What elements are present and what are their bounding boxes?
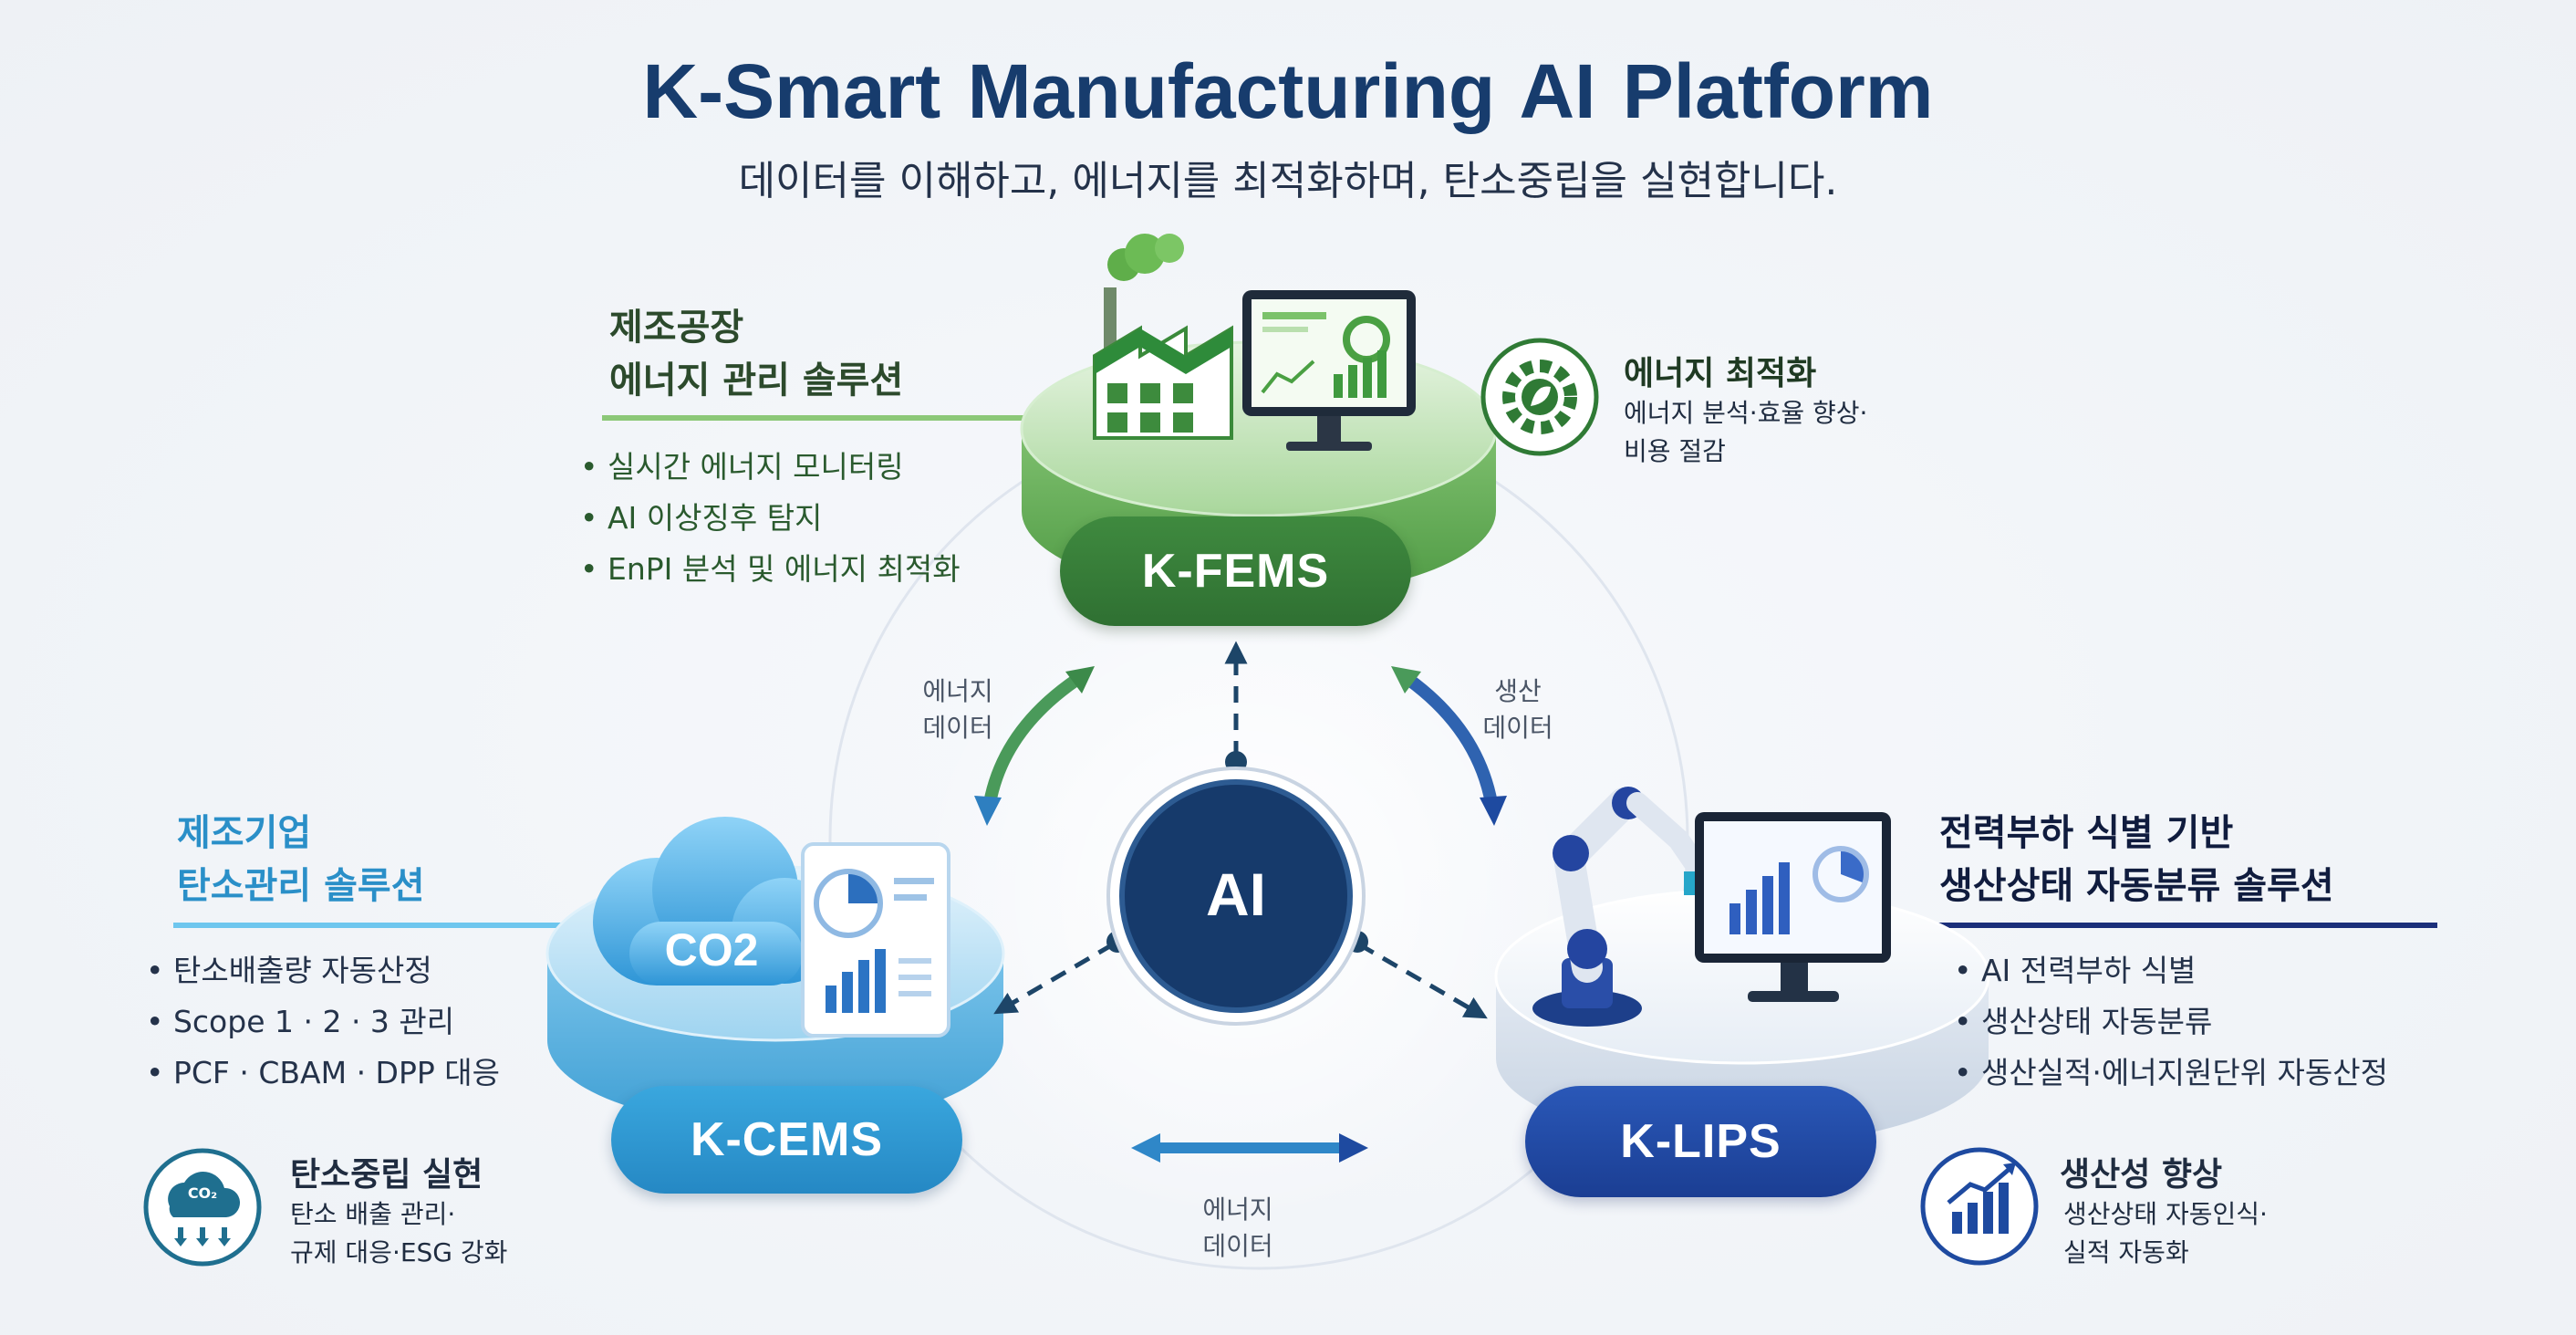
growth-chart-icon xyxy=(1920,1147,2039,1266)
lips-feature-desc: 생산상태 자동인식· 실적 자동화 xyxy=(2063,1195,2268,1272)
lips-feature-desc-line1: 생산상태 자동인식· xyxy=(2063,1199,2268,1229)
cems-heading: 제조기업 탄소관리 솔루션 xyxy=(177,807,425,913)
cems-heading-line1: 제조기업 xyxy=(177,812,312,854)
fems-pill[interactable]: K-FEMS xyxy=(1060,516,1411,626)
cems-feature-desc-line2: 규제 대응·ESG 강화 xyxy=(290,1237,508,1267)
list-item: Scope 1 · 2 · 3 관리 xyxy=(146,996,500,1048)
flow-label-bottom: 에너지 데이터 xyxy=(1183,1192,1293,1265)
fems-feature-title: 에너지 최적화 xyxy=(1624,355,1817,392)
list-item: AI 전력부하 식별 xyxy=(1954,945,2388,996)
gear-leaf-icon xyxy=(1480,338,1599,456)
fems-monitor-illustration xyxy=(1242,290,1416,451)
list-item: 생산상태 자동분류 xyxy=(1954,996,2388,1048)
flow-label-right-line2: 데이터 xyxy=(1482,713,1553,743)
flow-label-right: 생산 데이터 xyxy=(1463,673,1573,746)
fems-feature-desc-line1: 에너지 분석·효율 향상· xyxy=(1624,398,1868,428)
cems-heading-line2: 탄소관리 솔루션 xyxy=(177,865,425,907)
ai-link-right xyxy=(1357,942,1488,1019)
factory-illustration xyxy=(1093,234,1233,440)
flow-label-bottom-line2: 데이터 xyxy=(1202,1231,1273,1261)
flow-label-left-line2: 데이터 xyxy=(922,713,993,743)
cems-feature-desc: 탄소 배출 관리· 규제 대응·ESG 강화 xyxy=(290,1195,507,1272)
co2-icon-text: CO₂ xyxy=(187,1184,218,1202)
list-item: EnPI 분석 및 에너지 최적화 xyxy=(580,544,961,595)
flow-label-left-line1: 에너지 xyxy=(922,676,993,706)
co2-cloud-icon xyxy=(143,1148,262,1267)
flow-label-left: 에너지 데이터 xyxy=(903,673,1013,746)
lips-pill[interactable]: K-LIPS xyxy=(1525,1086,1876,1197)
lips-monitor-illustration xyxy=(1695,812,1891,1002)
flow-label-right-line1: 생산 xyxy=(1494,676,1542,706)
lips-feature-desc-line2: 실적 자동화 xyxy=(2063,1237,2189,1267)
page-title: K-Smart Manufacturing AI Platform xyxy=(642,48,1934,134)
fems-heading: 제조공장 에너지 관리 솔루션 xyxy=(609,301,903,407)
fems-feature-desc: 에너지 분석·효율 향상· 비용 절감 xyxy=(1624,394,1867,471)
lips-feature-title: 생산성 향상 xyxy=(2060,1156,2223,1194)
cems-feature-desc-line1: 탄소 배출 관리· xyxy=(290,1199,456,1229)
lips-heading-line1: 전력부하 식별 기반 xyxy=(1939,812,2234,854)
ai-label: AI xyxy=(1206,860,1266,928)
list-item: 탄소배출량 자동산정 xyxy=(146,945,500,996)
page-subtitle: 데이터를 이해하고, 에너지를 최적화하며, 탄소중립을 실현합니다. xyxy=(738,158,1838,204)
list-item: 실시간 에너지 모니터링 xyxy=(580,442,961,493)
fems-heading-line1: 제조공장 xyxy=(609,307,744,349)
flow-arrow-right xyxy=(1403,673,1498,809)
fems-heading-line2: 에너지 관리 솔루션 xyxy=(609,360,904,402)
flow-arrow-left xyxy=(983,673,1083,809)
list-item: AI 이상징후 탐지 xyxy=(580,493,961,544)
cems-bullets: 탄소배출량 자동산정 Scope 1 · 2 · 3 관리 PCF · CBAM… xyxy=(146,945,500,1099)
list-item: PCF · CBAM · DPP 대응 xyxy=(146,1048,500,1099)
fems-feature-desc-line2: 비용 절감 xyxy=(1624,436,1726,466)
ai-hub xyxy=(1119,779,1353,1013)
flow-label-bottom-line1: 에너지 xyxy=(1202,1194,1273,1225)
report-panel-illustration xyxy=(801,842,950,1038)
robot-arm-illustration xyxy=(1532,787,1711,1027)
co2-badge: CO2 xyxy=(664,924,759,975)
lips-bullets: AI 전력부하 식별 생산상태 자동분류 생산실적·에너지원단위 자동산정 xyxy=(1954,945,2388,1099)
lips-heading: 전력부하 식별 기반 생산상태 자동분류 솔루션 xyxy=(1939,807,2334,913)
cems-pill[interactable]: K-CEMS xyxy=(611,1086,962,1194)
cems-feature-title: 탄소중립 실현 xyxy=(290,1156,483,1194)
list-item: 생산실적·에너지원단위 자동산정 xyxy=(1954,1048,2388,1099)
fems-bullets: 실시간 에너지 모니터링 AI 이상징후 탐지 EnPI 분석 및 에너지 최적… xyxy=(580,442,961,595)
lips-heading-line2: 생산상태 자동분류 솔루션 xyxy=(1939,865,2334,907)
ai-link-left xyxy=(993,942,1115,1015)
